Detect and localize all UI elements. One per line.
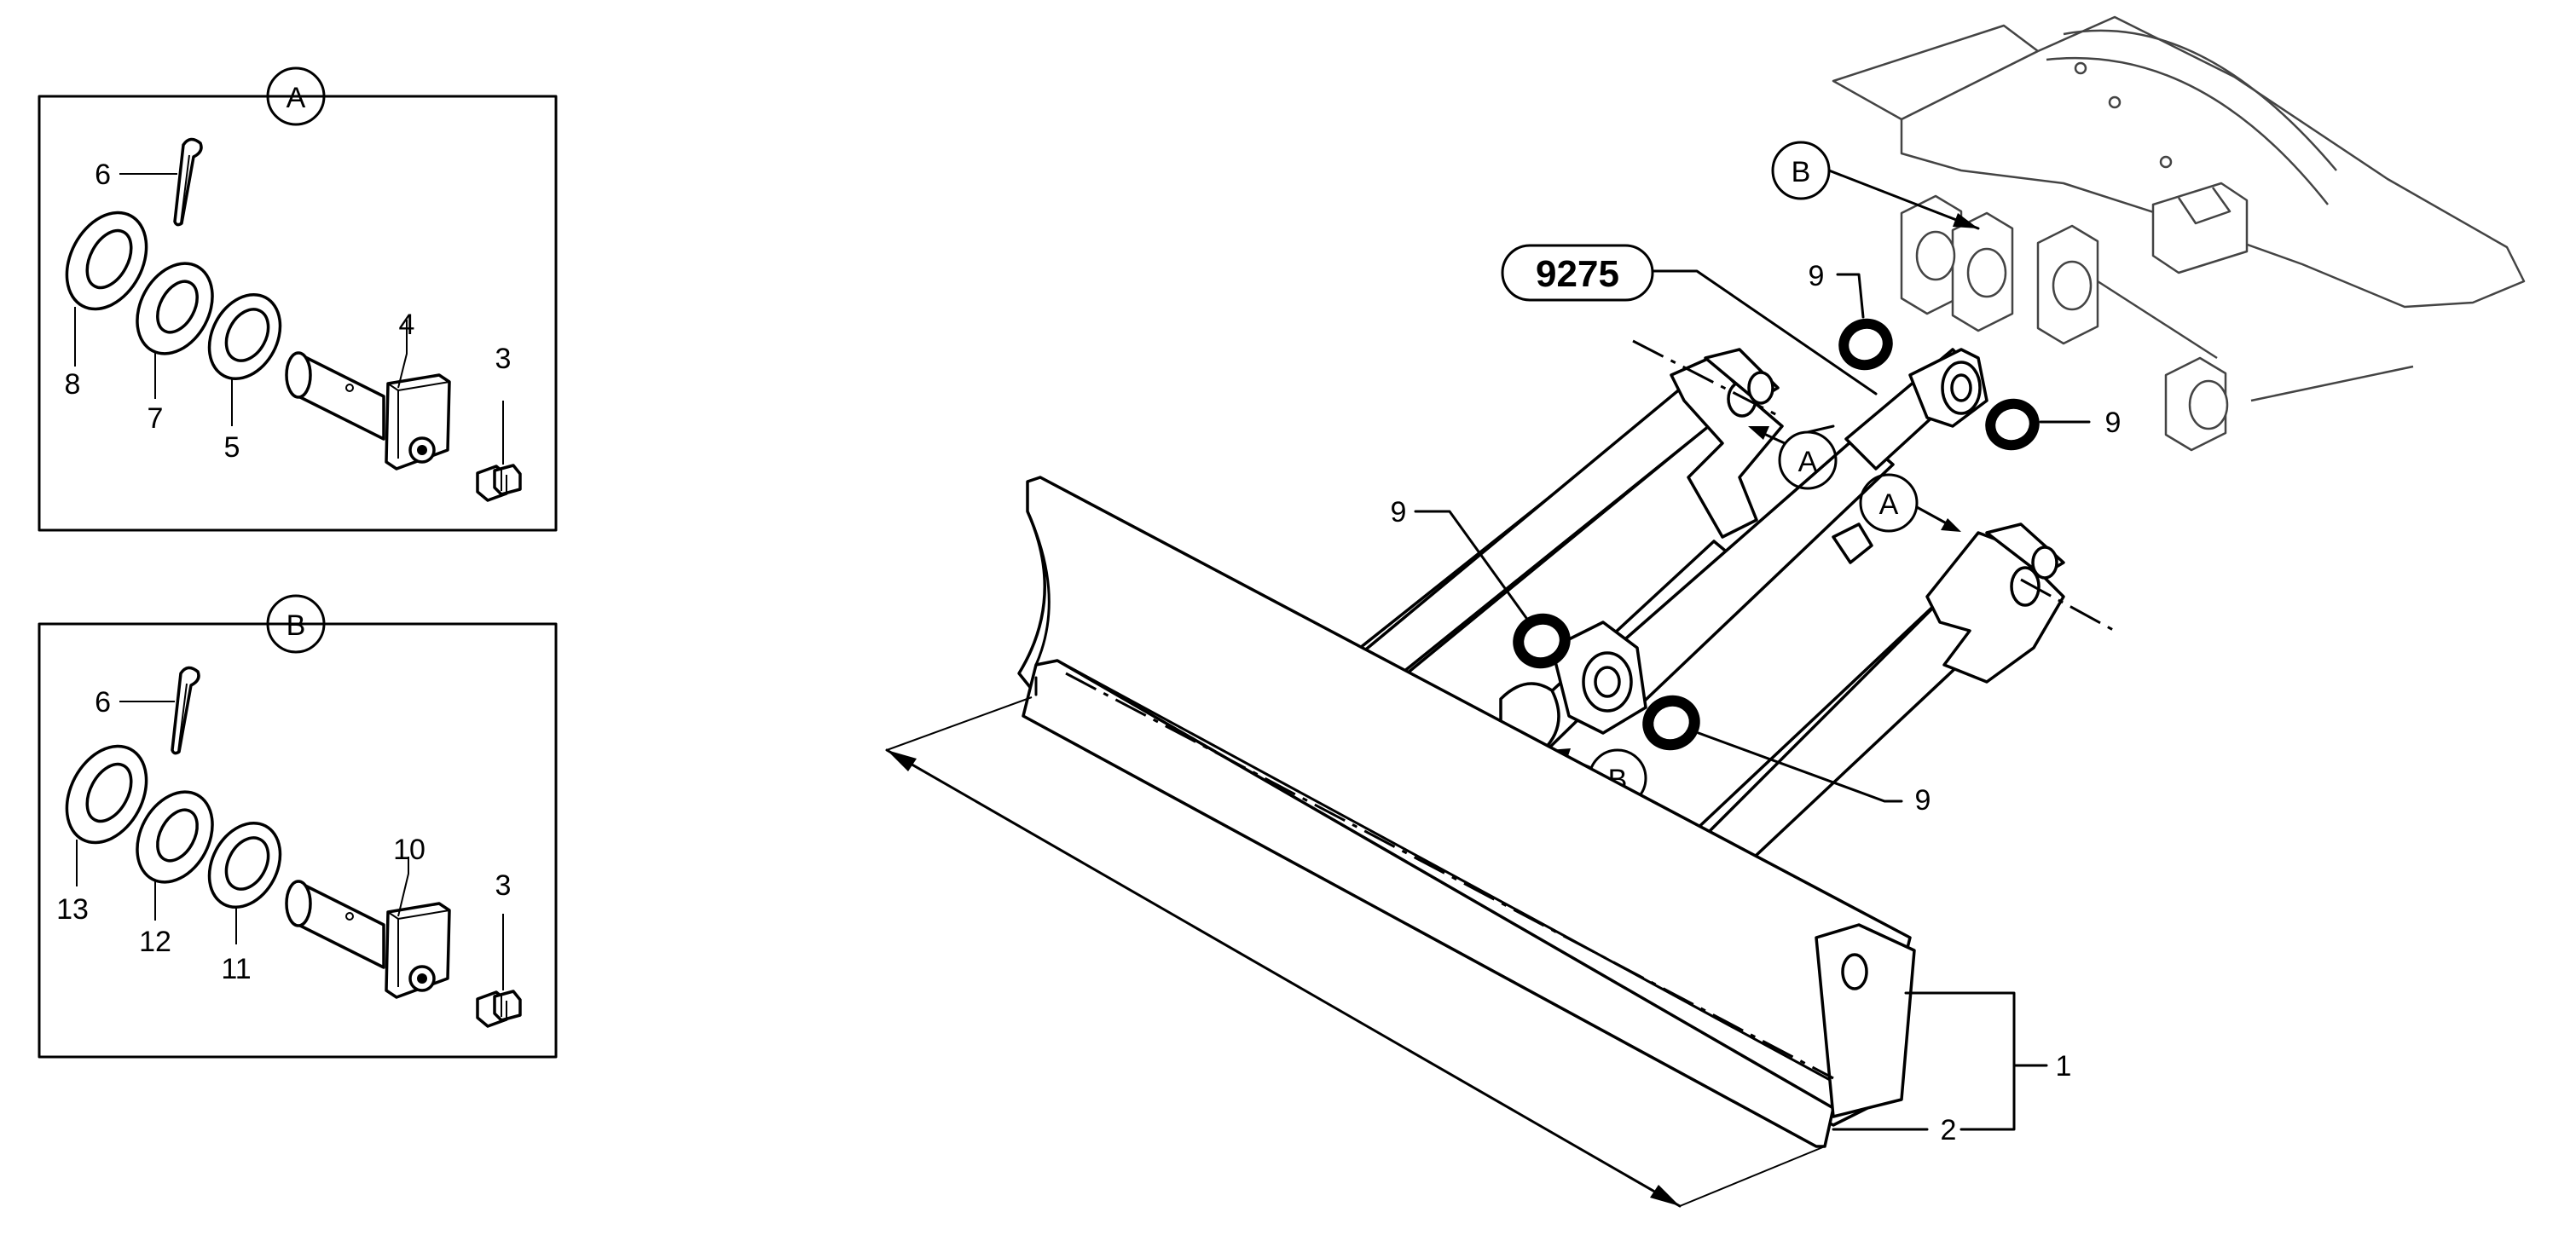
callout-a-6: 6 [95, 159, 111, 191]
seal-left [1513, 613, 1571, 669]
reference-badge [1501, 244, 1654, 302]
grease-nipple-b [476, 990, 522, 1028]
hydraulic-cylinder [1499, 348, 1988, 754]
detail-a-marker-circle [266, 66, 326, 126]
detail-b-marker-circle [266, 594, 326, 654]
detail-b-frame [38, 622, 558, 1059]
grease-nipple-a [476, 464, 522, 502]
undercarriage-frame [1832, 15, 2526, 452]
marker-a1: A [1798, 446, 1818, 478]
marker-a2: A [1879, 488, 1899, 521]
callout-seal-left: 9 [1391, 496, 1407, 528]
washer-11 [207, 821, 282, 909]
washer-12 [136, 790, 214, 884]
callout-b-10: 10 [393, 834, 425, 866]
callout-b-3: 3 [495, 869, 512, 902]
pin-4 [285, 351, 451, 471]
washer-5 [207, 292, 282, 381]
seal-bottom [1642, 695, 1700, 751]
cotter-pin-a [173, 137, 203, 227]
detail-b-marker: B [287, 609, 306, 642]
washer-8 [65, 211, 148, 311]
detail-a-panel: A 6 8 7 5 [38, 66, 558, 532]
blade-width-dimension [885, 696, 1826, 1208]
callout-seal-bottom: 9 [1915, 784, 1931, 817]
cotter-pin-b [171, 666, 200, 755]
dozer-blade [1017, 476, 1916, 1148]
callout-b-13: 13 [56, 893, 89, 926]
callout-seal-right: 9 [2105, 407, 2122, 439]
detail-b-panel: B 6 13 12 11 [38, 594, 558, 1059]
callout-cutting-edge: 2 [1941, 1114, 1957, 1146]
callout-a-3: 3 [495, 343, 512, 375]
callout-a-7: 7 [148, 402, 164, 435]
marker-b-frame: B [1792, 156, 1811, 188]
washer-13 [65, 744, 148, 845]
seal-right [1985, 398, 2040, 451]
reference-number: 9275 [1536, 253, 1619, 295]
callout-a-4: 4 [399, 309, 415, 341]
callout-b-6: 6 [95, 686, 111, 719]
seal-top [1838, 318, 1893, 371]
detail-a-frame [38, 95, 558, 532]
pin-10 [285, 880, 451, 999]
callout-b-12: 12 [139, 926, 171, 958]
right-arm [1661, 522, 2065, 897]
callout-seal-top: 9 [1809, 260, 1825, 292]
callout-a-8: 8 [65, 368, 81, 401]
callout-b-11: 11 [221, 953, 251, 985]
marker-a2-circle [1859, 473, 1919, 533]
washer-7 [136, 262, 214, 355]
callout-blade-assembly: 1 [2056, 1050, 2072, 1082]
main-assembly: B 9275 [885, 15, 2526, 1208]
detail-a-marker: A [287, 82, 306, 114]
callout-a-5: 5 [224, 431, 240, 464]
